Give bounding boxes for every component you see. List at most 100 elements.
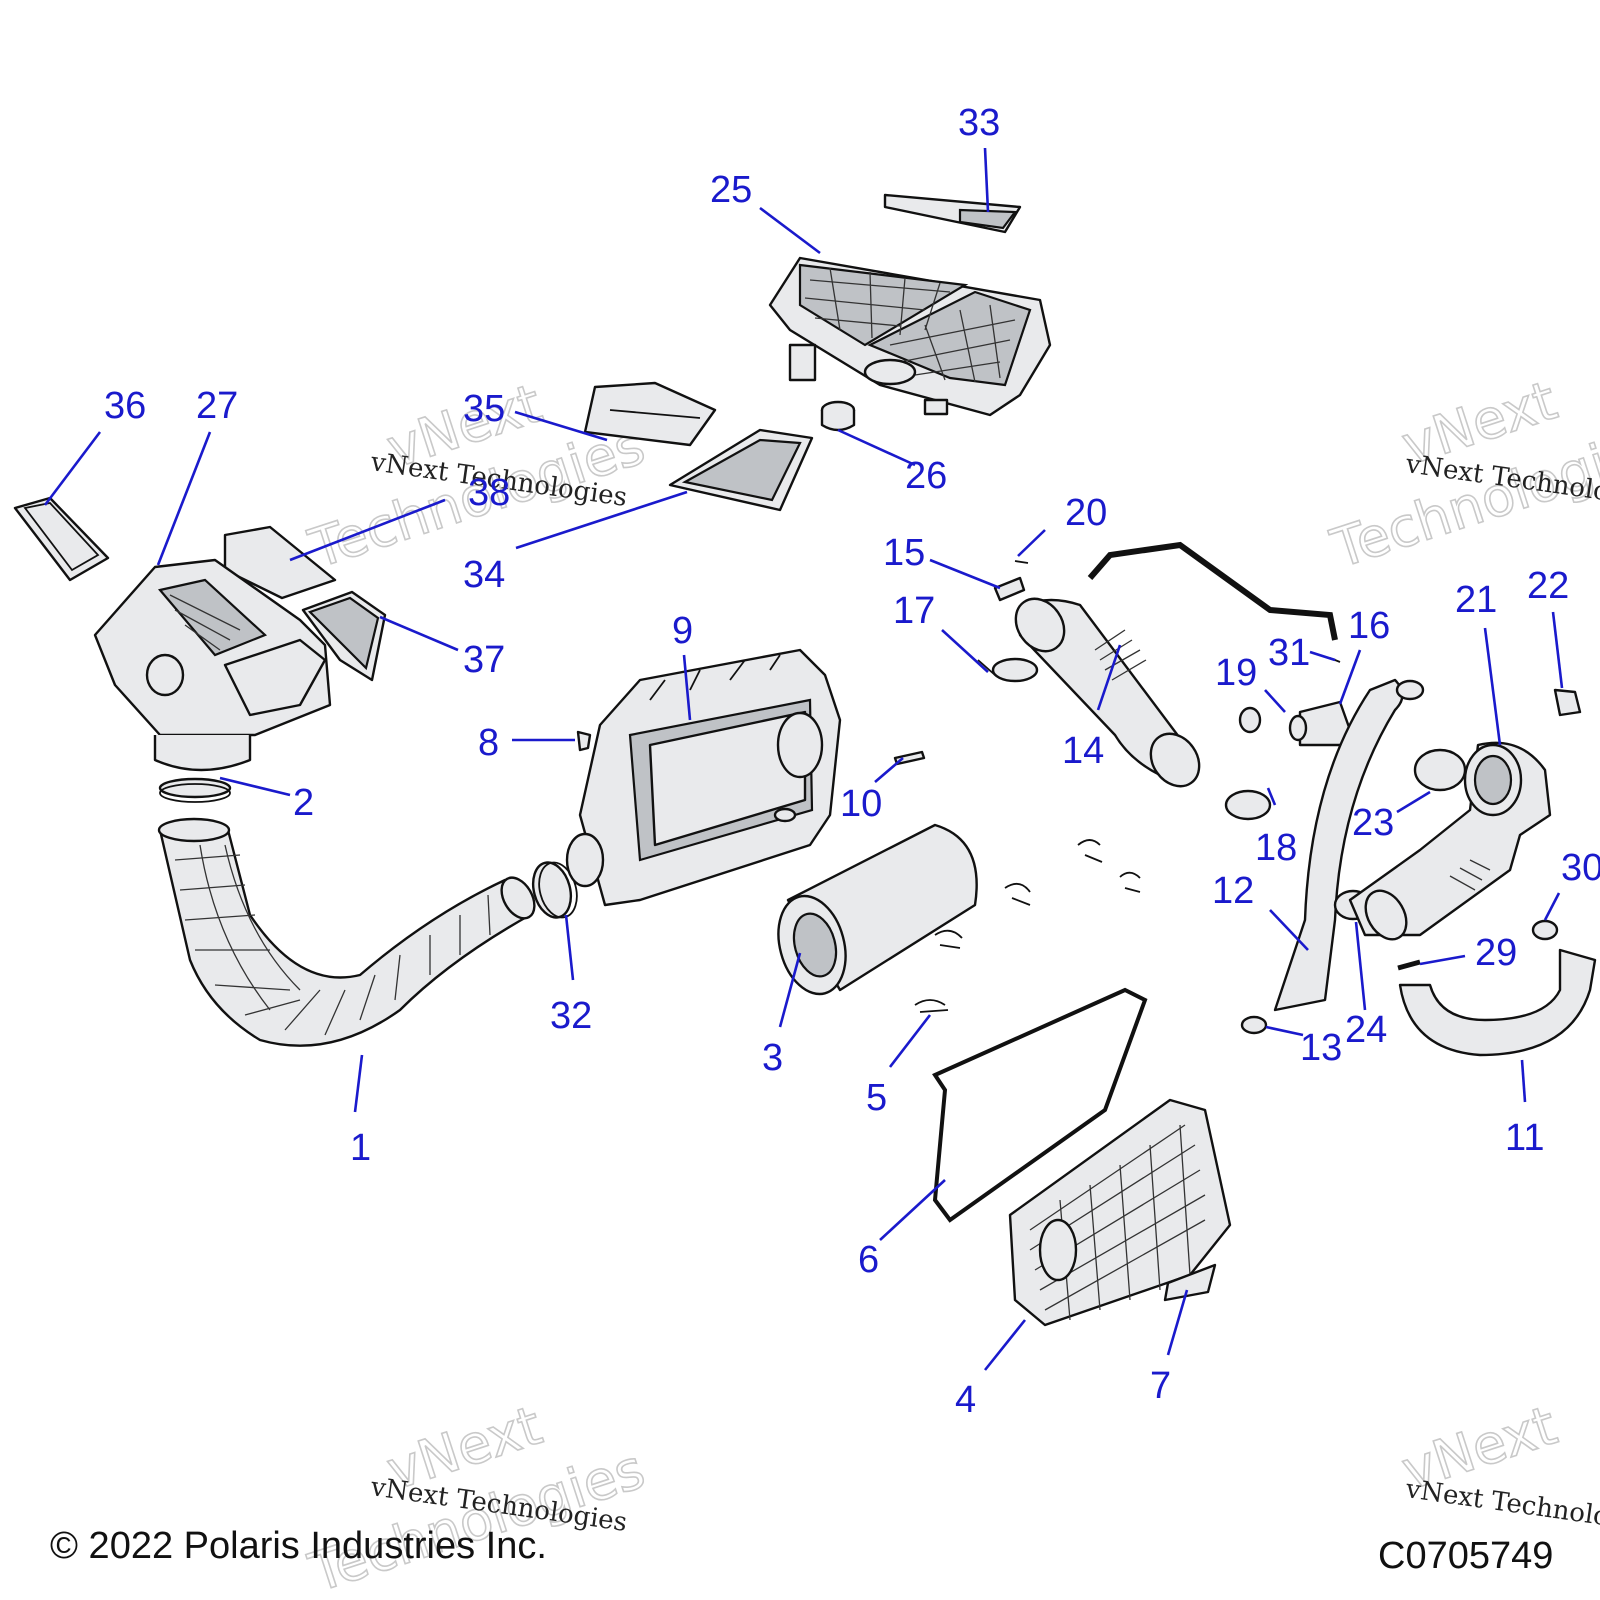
callout-2: 2: [293, 782, 314, 824]
part-6-gasket: [932, 987, 1148, 1223]
callout-38: 38: [468, 472, 510, 514]
callout-16: 16: [1348, 605, 1390, 647]
leader-11: [1520, 1059, 1527, 1103]
leader-lines: [43, 147, 1564, 1371]
leader-22: [1551, 611, 1564, 689]
part-36-trim: [13, 496, 110, 582]
callout-34: 34: [463, 554, 505, 596]
leader-30: [1543, 892, 1561, 921]
part-22-sensor: [1553, 688, 1582, 717]
leader-18: [1266, 787, 1277, 806]
leader-3: [778, 952, 802, 1028]
callout-30: 30: [1561, 847, 1600, 889]
part-10-screw: [893, 750, 926, 766]
leader-34: [515, 490, 688, 550]
part-8-fastener: [576, 730, 592, 752]
part-18-clamp: [1224, 789, 1272, 821]
callout-18: 18: [1255, 827, 1297, 869]
leader-6: [879, 1179, 946, 1241]
part-12-hose: [1273, 678, 1404, 1012]
part-breather-hose: [1087, 541, 1338, 641]
part-17-clamp: [977, 657, 1039, 683]
leader-21: [1483, 627, 1502, 746]
callout-9: 9: [672, 610, 693, 652]
part-11-hose: [1398, 948, 1597, 1057]
callout-11: 11: [1505, 1117, 1544, 1159]
leader-19: [1264, 689, 1286, 713]
leader-9: [682, 654, 692, 721]
leader-10: [874, 757, 904, 783]
callout-33: 33: [958, 102, 1000, 144]
leader-4: [983, 1319, 1027, 1371]
part-1-duct: [157, 817, 536, 1047]
leader-7: [1166, 1289, 1189, 1356]
callout-labels: 33 25 26 35 34 36 27 38 37 2 1 32 9 8 10…: [104, 102, 1600, 1421]
leader-15: [929, 558, 1001, 590]
part-30-clamp: [1531, 919, 1559, 941]
figure-code: C0705749: [1378, 1535, 1554, 1577]
callout-35: 35: [463, 388, 505, 430]
part-7-label: [1163, 1263, 1217, 1302]
leader-29: [1419, 954, 1466, 966]
callout-15: 15: [883, 532, 925, 574]
callout-29: 29: [1475, 932, 1517, 974]
leader-23: [1396, 790, 1431, 814]
callout-32: 32: [550, 995, 592, 1037]
callout-23: 23: [1352, 802, 1394, 844]
copyright-notice: © 2022 Polaris Industries Inc.: [50, 1525, 547, 1567]
part-20-pin: [1014, 560, 1029, 564]
leader-31: [1309, 650, 1336, 662]
part-16-fitting: [1288, 700, 1352, 747]
part-21-duct: [1348, 741, 1552, 941]
callout-25: 25: [710, 169, 752, 211]
leader-32: [564, 914, 575, 981]
part-38-pad: [223, 525, 337, 600]
leader-16: [1338, 649, 1362, 705]
callout-31: 31: [1268, 632, 1310, 674]
part-26-grommet: [820, 400, 856, 432]
parts-layer: [13, 193, 1597, 1327]
callout-26: 26: [905, 455, 947, 497]
callout-21: 21: [1455, 579, 1497, 621]
leader-20: [1017, 529, 1046, 557]
callout-20: 20: [1065, 492, 1107, 534]
callout-37: 37: [463, 639, 505, 681]
part-4-cover: [1008, 1098, 1232, 1327]
watermark-brand-4: vNext Technologies: [1403, 1474, 1600, 1540]
part-15-clamp: [993, 576, 1026, 602]
leader-38: [289, 498, 446, 562]
callout-22: 22: [1527, 565, 1569, 607]
leader-14: [1096, 644, 1122, 711]
callout-8: 8: [478, 722, 499, 764]
leader-25: [759, 206, 821, 255]
part-13-clamp: [1240, 1015, 1268, 1035]
leader-35: [514, 410, 608, 442]
leader-33: [983, 147, 990, 213]
callout-14: 14: [1062, 730, 1104, 772]
leader-36: [43, 431, 102, 506]
part-2-clamp: [158, 777, 232, 803]
leader-12: [1269, 909, 1309, 951]
part-29-fitting: [1397, 959, 1421, 971]
callout-17: 17: [893, 590, 935, 632]
callout-4: 4: [955, 1379, 976, 1421]
part-27-housing: [93, 558, 332, 772]
callout-27: 27: [196, 385, 238, 427]
part-19-clamp: [1238, 706, 1262, 734]
leader-5: [888, 1014, 932, 1068]
callout-10: 10: [840, 783, 882, 825]
callout-36: 36: [104, 385, 146, 427]
callout-3: 3: [762, 1037, 783, 1079]
part-14-boot: [1014, 597, 1201, 788]
part-25-cover: [768, 256, 1052, 417]
leader-27: [156, 431, 212, 566]
callout-6: 6: [858, 1239, 879, 1281]
leader-1: [353, 1054, 364, 1113]
callout-5: 5: [866, 1077, 887, 1119]
leader-13: [1265, 1025, 1304, 1037]
leader-26: [837, 428, 916, 467]
callout-7: 7: [1150, 1365, 1171, 1407]
part-9-airbox: [565, 648, 842, 907]
